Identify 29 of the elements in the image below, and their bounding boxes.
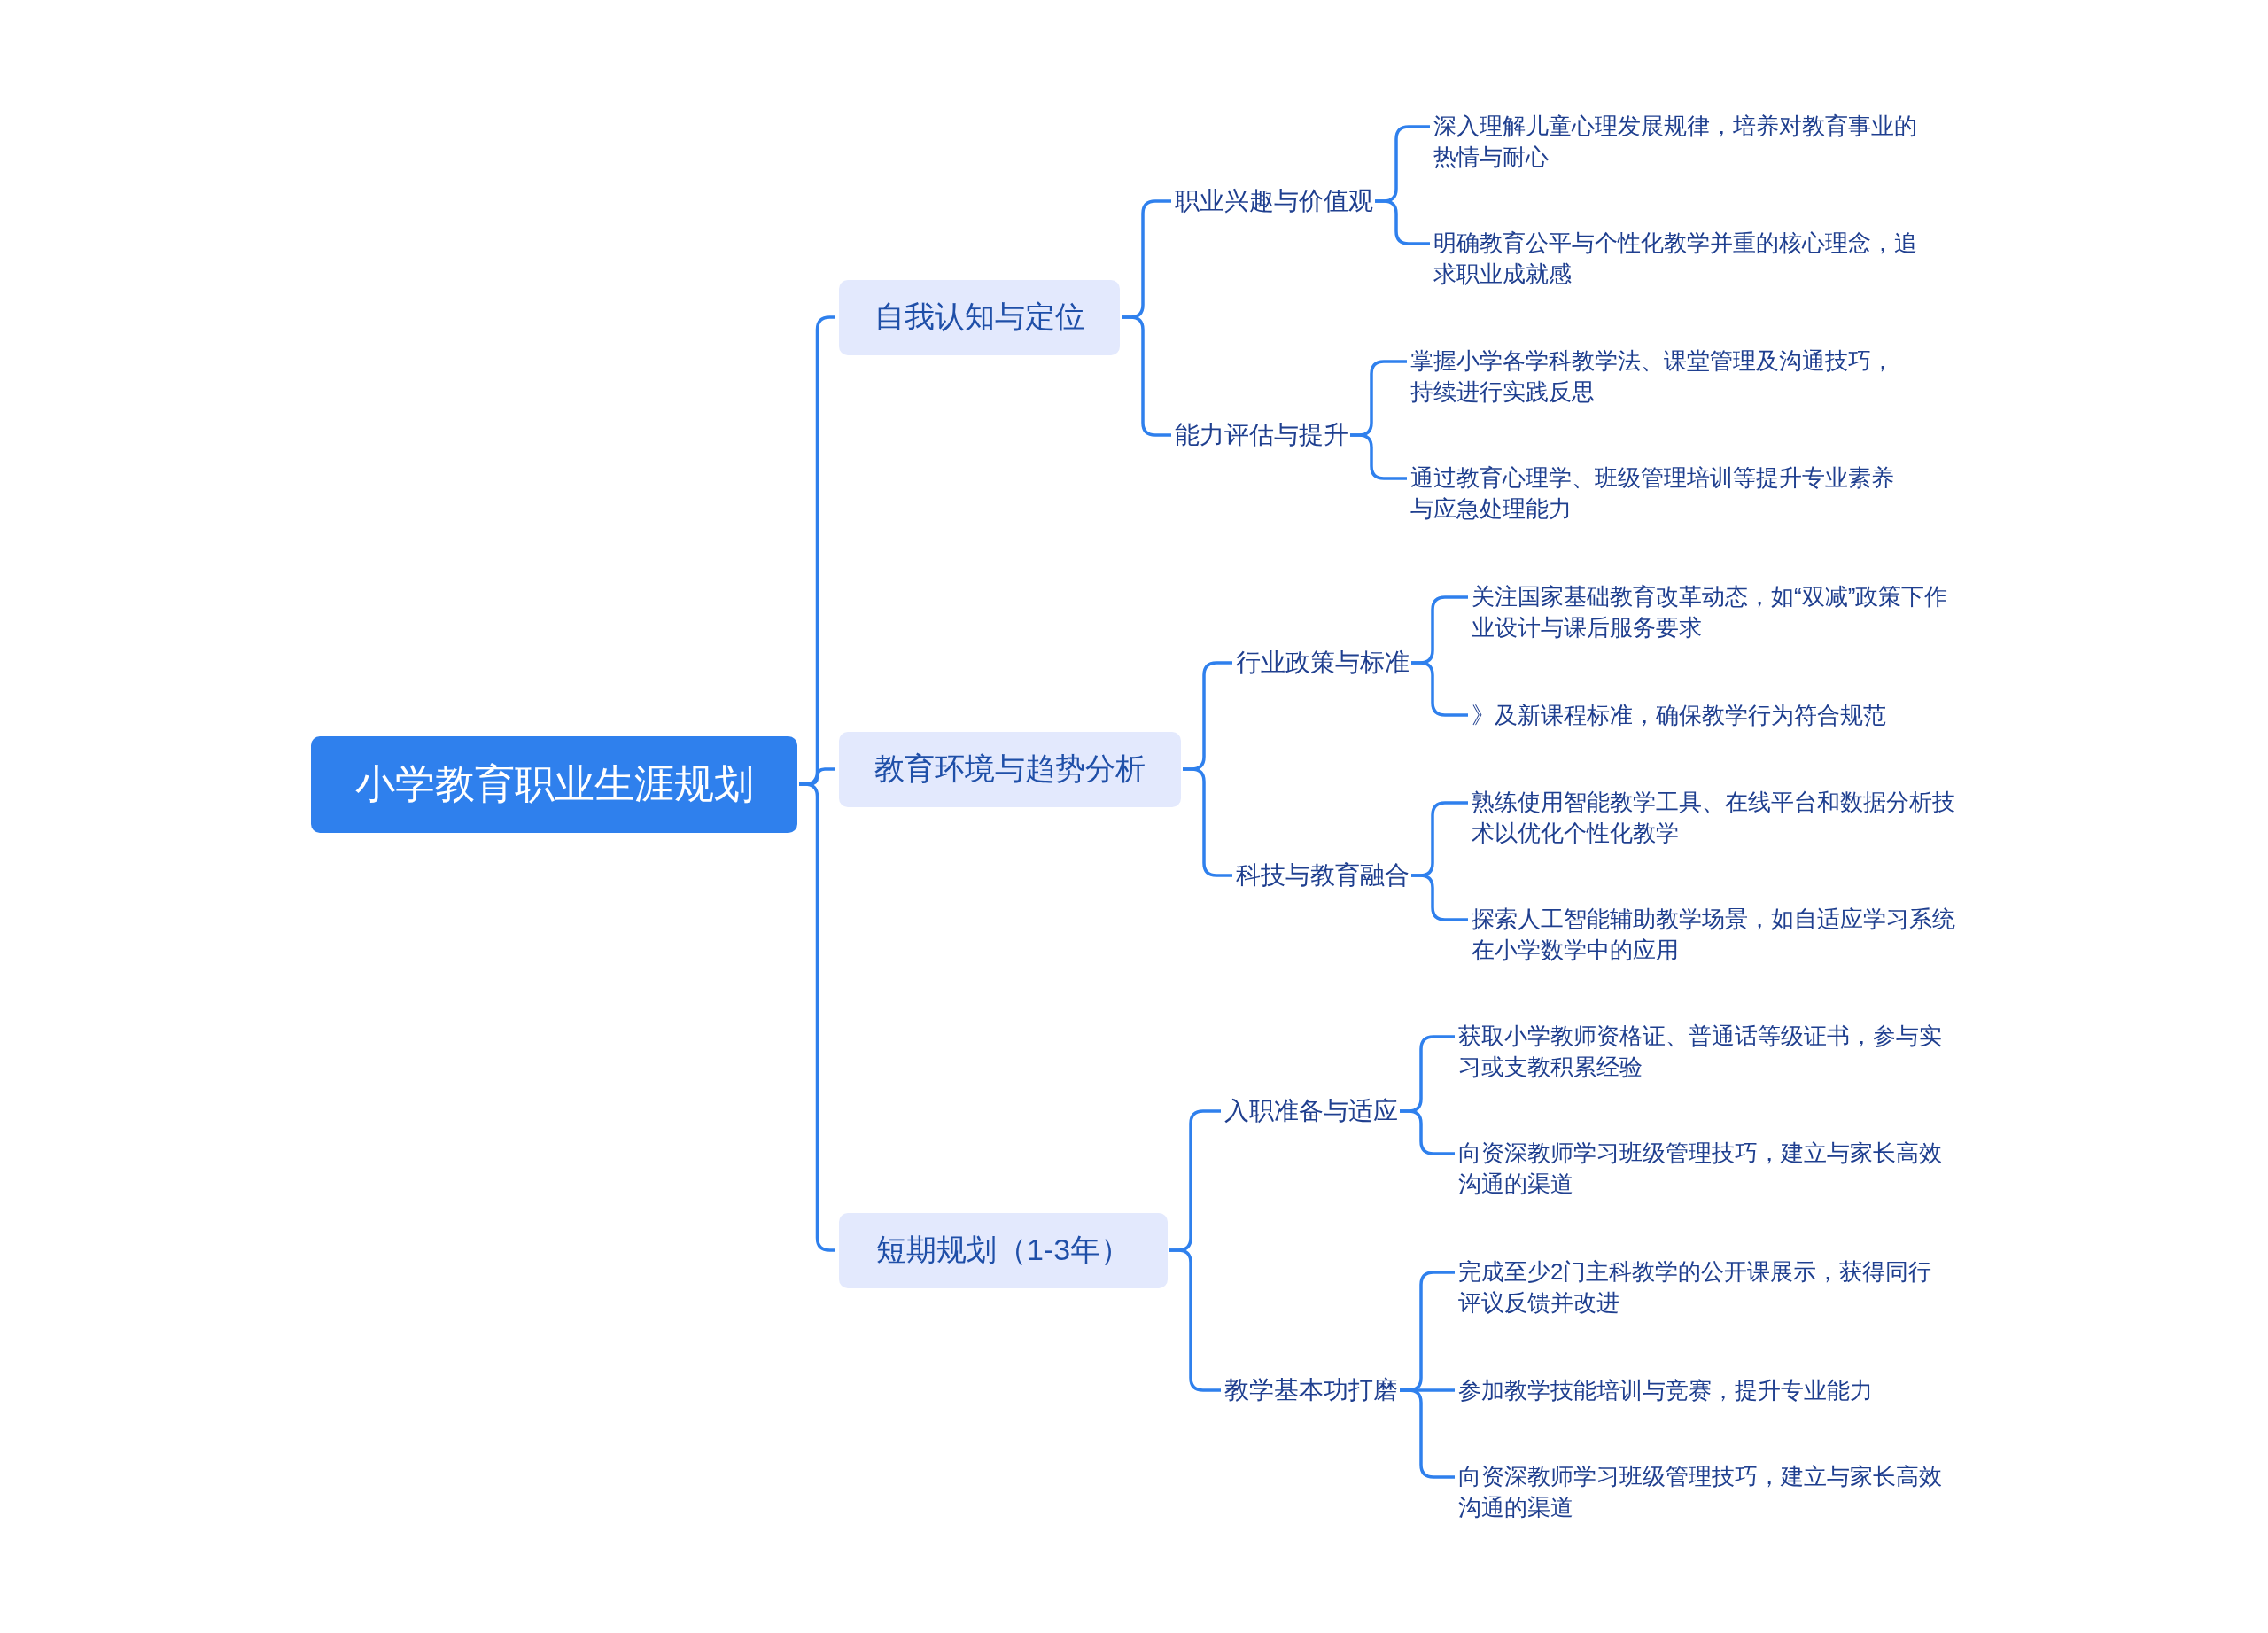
leaf-text: 参加教学技能培训与竞赛，提升专业能力 <box>1458 1374 1954 1406</box>
leaf-text: 向资深教师学习班级管理技巧，建立与家长高效沟通的渠道 <box>1458 1138 1954 1200</box>
subtopic-label: 行业政策与标准 <box>1236 647 1410 679</box>
subtopic-label: 教学基本功打磨 <box>1224 1374 1398 1406</box>
topic-box: 短期规划（1-3年） <box>839 1212 1168 1288</box>
connector-line <box>1350 433 1407 480</box>
leaf-text: 熟练使用智能教学工具、在线平台和数据分析技术以优化个性化教学 <box>1472 787 1968 849</box>
connector-line <box>1400 1109 1455 1155</box>
subtopic-label: 职业兴趣与价值观 <box>1175 185 1373 217</box>
leaf-text: 获取小学教师资格证、普通话等级证书，参与实习或支教积累经验 <box>1458 1021 1954 1083</box>
leaf-text: 探索人工智能辅助教学场景，如自适应学习系统在小学数学中的应用 <box>1472 904 1968 966</box>
leaf-text: 深入理解儿童心理发展规律，培养对教育事业的热情与耐心 <box>1433 111 1930 173</box>
subtopic-label: 入职准备与适应 <box>1224 1095 1398 1127</box>
root-box: 小学教育职业生涯规划 <box>311 735 797 833</box>
leaf-text: 》及新课程标准，确保教学行为符合规范 <box>1472 699 1968 731</box>
subtopic-label: 科技与教育融合 <box>1236 859 1410 891</box>
leaf-text: 通过教育心理学、班级管理培训等提升专业素养与应急处理能力 <box>1410 463 1907 525</box>
leaf-text: 向资深教师学习班级管理技巧，建立与家长高效沟通的渠道 <box>1458 1461 1954 1523</box>
topic-box: 自我认知与定位 <box>839 279 1120 355</box>
leaf-text: 完成至少2门主科教学的公开课展示，获得同行评议反馈并改进 <box>1458 1256 1954 1318</box>
subtopic-label: 能力评估与提升 <box>1175 419 1348 451</box>
topic-box: 教育环境与趋势分析 <box>839 731 1181 807</box>
connector-line <box>1411 661 1468 717</box>
leaf-text: 关注国家基础教育改革动态，如“双减”政策下作业设计与课后服务要求 <box>1472 581 1968 643</box>
leaf-text: 掌握小学各学科教学法、课堂管理及沟通技巧，持续进行实践反思 <box>1410 346 1907 408</box>
connector-line <box>1411 874 1468 921</box>
connector-line <box>1375 199 1430 245</box>
connector-line <box>1400 1388 1455 1479</box>
leaf-text: 明确教育公平与个性化教学并重的核心理念，追求职业成就感 <box>1433 228 1930 290</box>
